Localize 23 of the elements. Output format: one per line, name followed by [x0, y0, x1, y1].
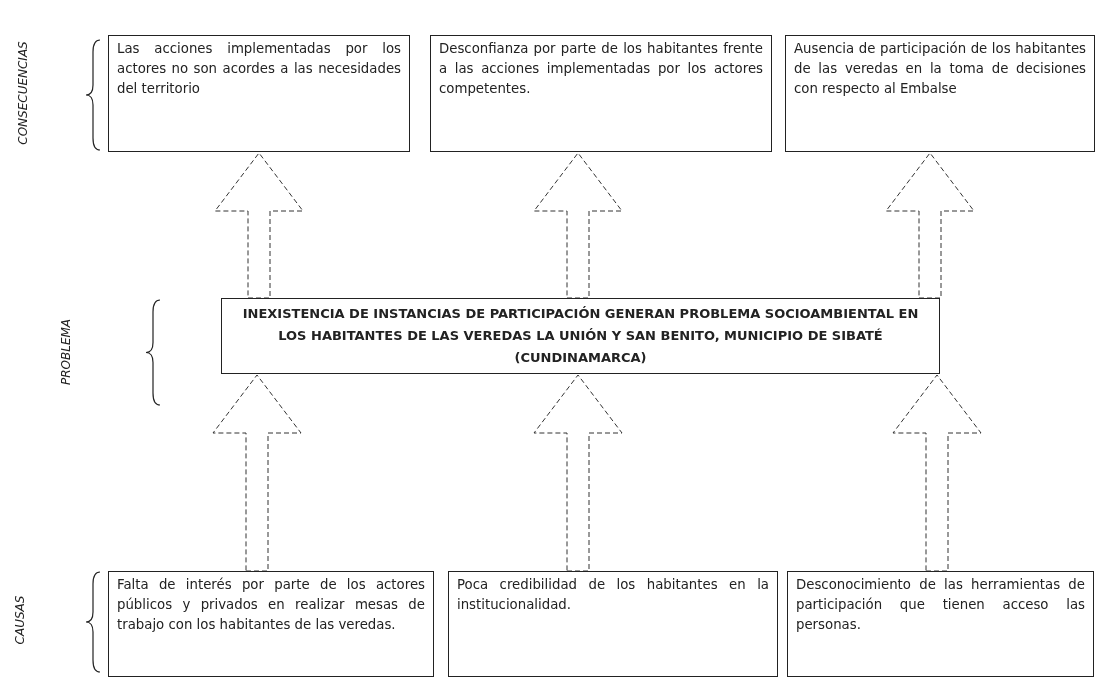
problem-statement: INEXISTENCIA DE INSTANCIAS DE PARTICIPACIÓN GENERAN PROBLEMA SOCIOAMBIENTAL EN LOS HABITANTES DE LAS VEREDAS LA UNIÓN Y SAN BENITO, MUNICIPIO DE SIBATÉ (CUNDINAMARCA) [241, 305, 920, 367]
block-arrow [892, 374, 982, 572]
text-box [430, 35, 772, 152]
text-box [108, 571, 434, 677]
text-box [787, 571, 1094, 677]
text-box [785, 35, 1095, 152]
section-label: CONSECUENCIAS [15, 41, 30, 145]
box-text: Poca credibilidad de los habitantes en la institucionalidad. [457, 576, 769, 614]
text-box [108, 35, 410, 152]
block-arrow [533, 374, 623, 572]
box-text: Las acciones implementadas por los actores no son acordes a las necesidades del territorio [117, 40, 401, 98]
section-label: PROBLEMA [59, 318, 74, 386]
section-label: CAUSAS [12, 595, 27, 645]
problem-box [221, 298, 940, 374]
block-arrow [212, 374, 302, 572]
box-text: Desconocimiento de las herramientas de participación que tienen acceso las personas. [796, 576, 1085, 634]
text-box [448, 571, 778, 677]
box-text: Desconfianza por parte de los habitantes frente a las acciones implementadas por los actores competentes. [439, 40, 763, 98]
box-text: Ausencia de participación de los habitantes de las veredas en la toma de decisiones con respecto al Embalse [794, 40, 1086, 98]
block-arrow [885, 152, 975, 299]
block-arrow [533, 152, 623, 299]
box-text: Falta de interés por parte de los actores públicos y privados en realizar mesas de trabajo con los habitantes de las veredas. [117, 576, 425, 634]
block-arrow [214, 152, 304, 299]
